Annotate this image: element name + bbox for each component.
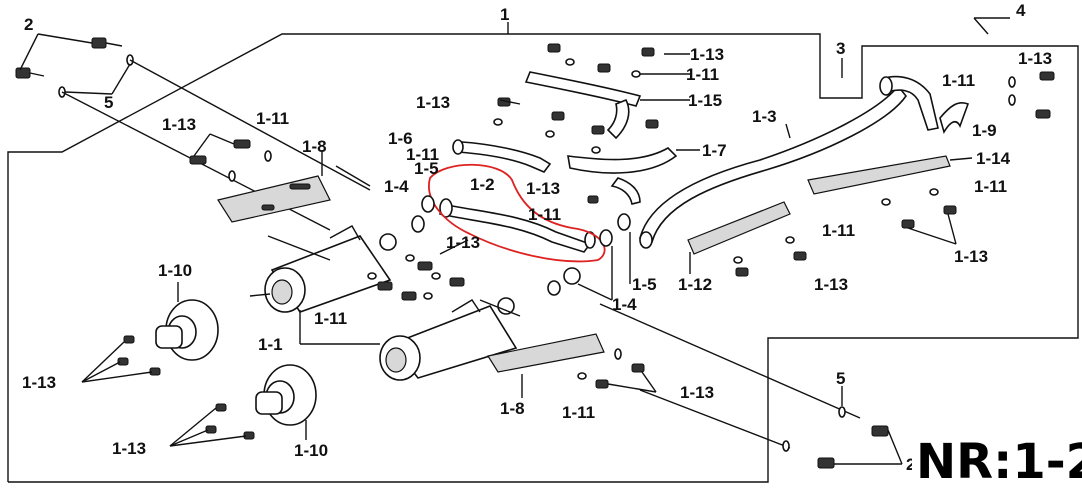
seal-rings xyxy=(411,195,631,301)
label-1-8-bottom: 1-8 xyxy=(500,399,525,418)
part-number-backdrop xyxy=(912,428,1082,488)
label-4: 4 xyxy=(1016,1,1026,20)
label-1-11-i: 1-11 xyxy=(822,221,855,240)
label-1-4-left: 1-4 xyxy=(384,177,409,196)
label-1-13-c: 1-13 xyxy=(526,179,560,198)
label-1-13-a: 1-13 xyxy=(162,115,196,134)
label-1-10-top: 1-10 xyxy=(158,261,192,280)
label-1-13-k: 1-13 xyxy=(680,383,714,402)
label-1-13-j: 1-13 xyxy=(112,439,146,458)
label-2-top: 2 xyxy=(24,15,33,34)
part-number: NR:1-2 xyxy=(916,434,1082,488)
label-1-13-e: 1-13 xyxy=(690,45,724,64)
heat-shield-1-14 xyxy=(807,155,973,195)
flange-bolts xyxy=(81,335,255,447)
label-1-11-b: 1-11 xyxy=(406,145,439,164)
label-1-13-h: 1-13 xyxy=(814,275,848,294)
label-2-bottom: 2 xyxy=(906,455,915,474)
label-1-14: 1-14 xyxy=(976,149,1011,168)
muffler-lower xyxy=(379,297,518,381)
label-1-5-left: 1-5 xyxy=(414,159,439,178)
label-1-11-d: 1-11 xyxy=(314,309,347,328)
label-1-11-a: 1-11 xyxy=(256,109,289,128)
label-1-5-right: 1-5 xyxy=(632,275,657,294)
label-1-11-g: 1-11 xyxy=(942,71,975,90)
bolt-group-bottom-right xyxy=(782,386,903,469)
label-1-11-h: 1-11 xyxy=(974,177,1007,196)
label-5-top: 5 xyxy=(104,93,113,112)
label-1-2: 1-2 xyxy=(470,175,495,194)
label-1-9: 1-9 xyxy=(972,121,997,140)
label-1-11-c: 1-11 xyxy=(528,205,561,224)
flange-upper xyxy=(155,282,219,361)
label-1-13-b: 1-13 xyxy=(416,93,450,112)
label-1-4-right: 1-4 xyxy=(612,295,637,314)
fasteners-top-middle xyxy=(493,43,659,204)
reference-lines xyxy=(267,53,791,345)
heat-shield-1-12 xyxy=(687,201,791,274)
heat-shield-left xyxy=(189,133,331,223)
label-1-10-bottom: 1-10 xyxy=(294,441,328,460)
pipe-1-6 xyxy=(452,139,552,173)
gasket-1-9 xyxy=(939,102,970,134)
label-3: 3 xyxy=(836,39,845,58)
pipe-1-15 xyxy=(524,71,642,140)
label-1-13-d: 1-13 xyxy=(446,233,480,252)
label-1-8-top: 1-8 xyxy=(302,137,327,156)
label-1-15: 1-15 xyxy=(688,91,722,110)
label-1-11-f: 1-11 xyxy=(686,65,719,84)
label-1-6: 1-6 xyxy=(388,129,413,148)
label-5-bottom: 5 xyxy=(836,369,845,388)
pipe-1-7 xyxy=(567,147,678,205)
heat-shield-lower xyxy=(487,303,861,449)
fasteners-right xyxy=(733,71,1055,277)
label-1-7: 1-7 xyxy=(702,141,727,160)
pipe-1-2 xyxy=(439,198,596,253)
label-1-13-f: 1-13 xyxy=(1018,49,1052,68)
label-1: 1 xyxy=(500,5,509,24)
muffler-upper xyxy=(249,225,397,313)
label-1-3: 1-3 xyxy=(752,107,777,126)
assembly-boundary xyxy=(7,33,1079,483)
label-1-12: 1-12 xyxy=(678,275,712,294)
fastener-group-center xyxy=(367,254,465,301)
label-1-1: 1-1 xyxy=(258,335,283,354)
label-1-13-i: 1-13 xyxy=(22,373,56,392)
label-1-13-g: 1-13 xyxy=(954,247,988,266)
flange-lower xyxy=(255,364,317,440)
pipe-1-3 xyxy=(639,75,939,249)
label-1-11-e: 1-11 xyxy=(562,403,595,422)
